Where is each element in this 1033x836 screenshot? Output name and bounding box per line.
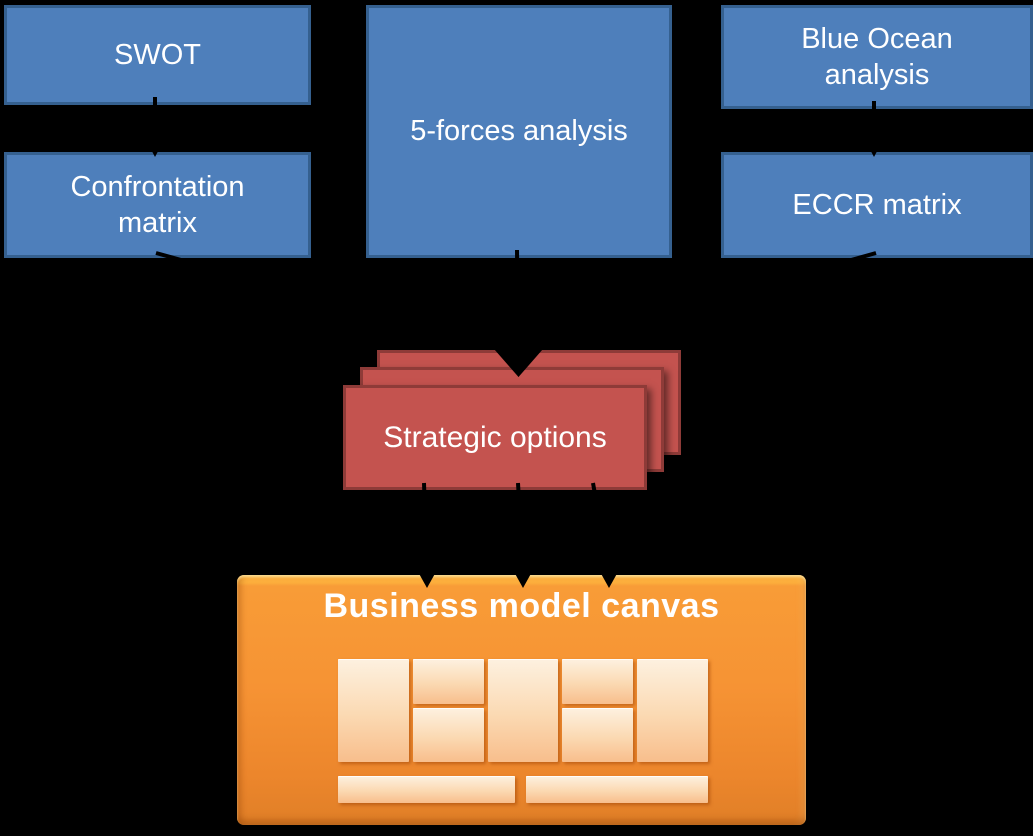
confrontation-matrix-label: Confrontation matrix: [70, 170, 245, 239]
bmc-column-2: [412, 659, 484, 762]
connector-blueocean-to-eccr: [864, 101, 884, 157]
connector-options-to-bmc-3: [591, 482, 619, 588]
bmc-column-1: [338, 659, 409, 762]
blue-ocean-analysis-box: Blue Ocean analysis: [721, 5, 1033, 109]
connector-swot-to-confrontation: [145, 97, 165, 157]
bmc-column-4: [562, 659, 634, 762]
blue-ocean-analysis-label: Blue Ocean analysis: [801, 22, 953, 91]
bmc-cell-key-partners: [338, 659, 409, 762]
bmc-cell-key-resources: [412, 708, 484, 762]
bmc-column-3: [487, 659, 559, 762]
strategic-options-label: Strategic options: [383, 420, 607, 454]
business-model-canvas-title: Business model canvas: [323, 587, 720, 625]
bmc-cell-value-proposition: [487, 659, 559, 762]
strategic-options-card-front: Strategic options: [343, 385, 647, 490]
five-forces-analysis-label: 5-forces analysis: [410, 115, 628, 148]
bmc-bottom-bars: [338, 776, 708, 803]
eccr-matrix-box: ECCR matrix: [721, 152, 1033, 258]
connector-options-to-bmc-2: [513, 482, 533, 588]
bmc-cell-customer-segments: [637, 659, 708, 762]
business-model-canvas-box: Business model canvas: [237, 575, 806, 825]
five-forces-analysis-box: 5-forces analysis: [366, 5, 672, 258]
bmc-cell-channels: [562, 708, 634, 762]
bmc-cell-key-activities: [412, 659, 484, 704]
bmc-mini-grid: [338, 659, 708, 762]
bmc-cell-customer-relationships: [562, 659, 634, 704]
bmc-cell-cost-structure: [338, 776, 515, 803]
eccr-matrix-label: ECCR matrix: [792, 188, 962, 221]
bmc-cell-revenue-streams: [526, 776, 708, 803]
connector-options-to-bmc-1: [417, 482, 437, 588]
swot-box: SWOT: [4, 5, 311, 105]
bmc-column-5: [637, 659, 708, 762]
swot-label: SWOT: [114, 38, 201, 71]
confrontation-matrix-box: Confrontation matrix: [4, 152, 311, 258]
